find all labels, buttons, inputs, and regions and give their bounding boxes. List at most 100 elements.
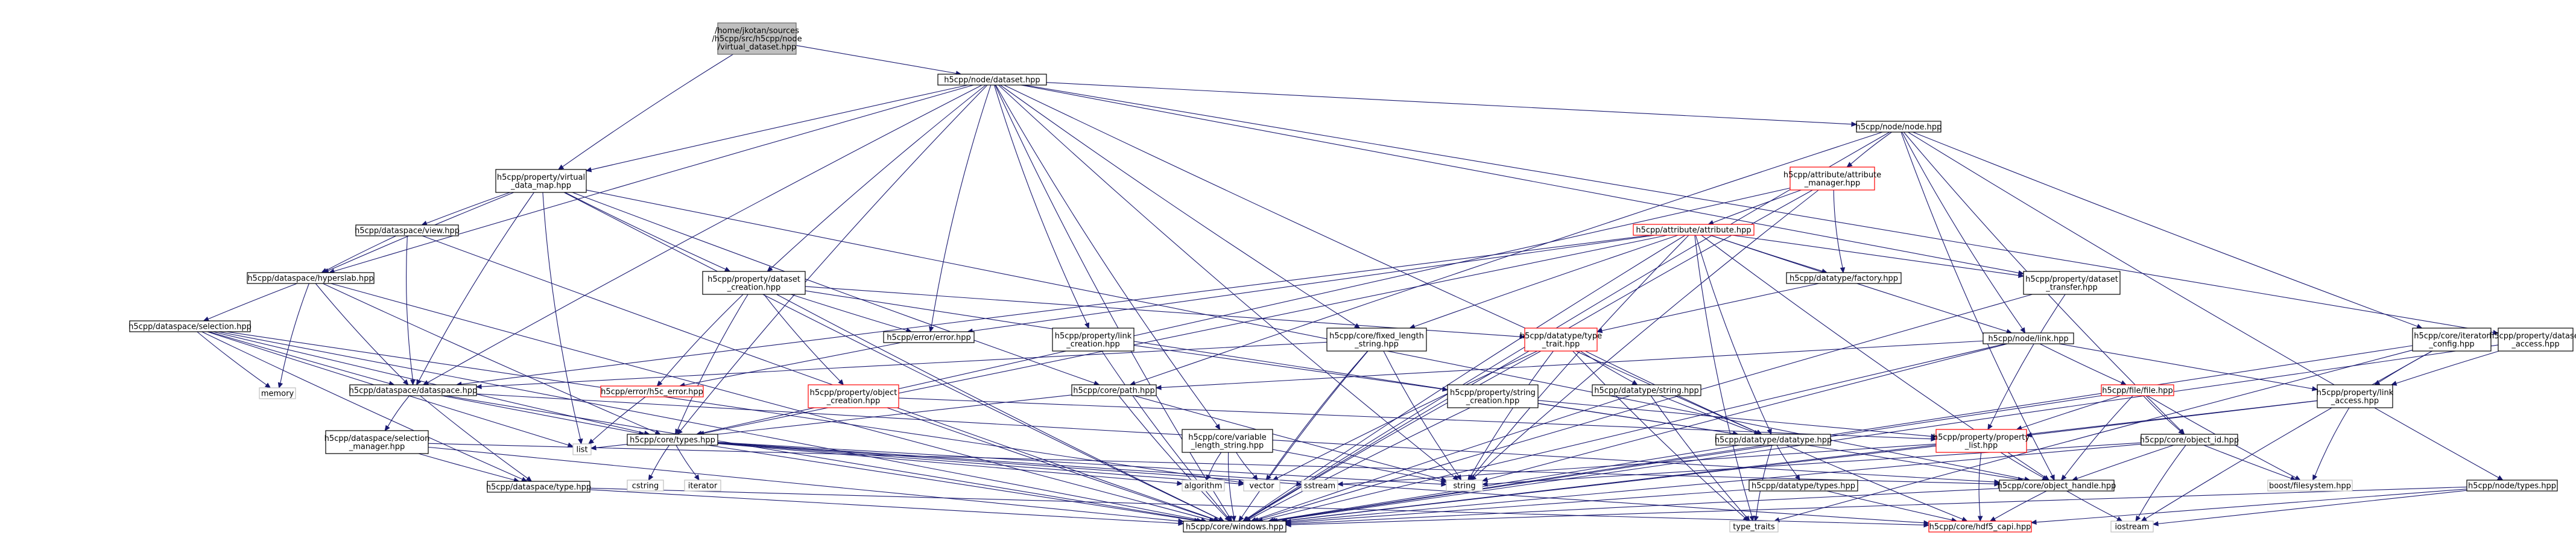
edge-line: [1833, 189, 1843, 268]
node-vdm[interactable]: h5cpp/property/virtual_data_map.hpp: [495, 169, 587, 193]
edge-nodehpp-to-attrmgr: [1846, 131, 1892, 168]
node-dtstr[interactable]: h5cpp/datatype/string.hpp: [1592, 384, 1701, 396]
node-plist[interactable]: h5cpp/property/property_list.hpp: [1933, 429, 2030, 453]
node-root[interactable]: /home/jkotan/sources/h5cpp/src/h5cpp/nod…: [712, 22, 802, 55]
edge-dstype-to-win: [589, 489, 1185, 526]
node-hyper[interactable]: h5cpp/dataspace/hyperslab.hpp: [247, 272, 375, 284]
node-attrmgr[interactable]: h5cpp/attribute/attribute_manager.hpp: [1783, 166, 1881, 191]
node-fls[interactable]: h5cpp/core/fixed_length_string.hpp: [1326, 328, 1427, 352]
edge-line: [218, 331, 1202, 521]
edge-line: [427, 84, 983, 383]
node-ctypes[interactable]: h5cpp/core/types.hpp: [627, 434, 718, 446]
edge-arrowhead: [1296, 481, 1303, 487]
node-label: h5cpp/dataspace/view.hpp: [355, 227, 460, 236]
edge-line: [2314, 407, 2350, 476]
node-label: h5cpp/core/iterator: [2414, 332, 2490, 341]
node-linkhpp[interactable]: h5cpp/node/link.hpp: [1983, 332, 2074, 344]
node-objh[interactable]: h5cpp/core/object_handle.hpp: [1998, 480, 2116, 492]
edge-line: [1786, 445, 1963, 520]
edge-root-to-ds: [796, 45, 962, 76]
node-lcre[interactable]: h5cpp/property/link_creation.hpp: [1052, 328, 1135, 352]
edge-objh-to-h5capi: [1989, 490, 2047, 522]
edge-line: [441, 395, 640, 434]
edge-arrowhead: [1231, 516, 1236, 522]
edge-hyper-to-dspc: [315, 283, 409, 385]
edge-h5cerr-to-list: [587, 396, 646, 445]
node-dtt[interactable]: h5cpp/datatype/type_trait.hpp: [1520, 328, 1602, 352]
edge-line: [1249, 407, 1470, 519]
edge-dspc-to-dstype: [420, 395, 533, 482]
edge-linkhpp-to-lacc: [2059, 343, 2318, 391]
node-dsm[interactable]: h5cpp/dataspace/selection_manager.hpp: [324, 430, 430, 454]
edge-line: [1241, 350, 1369, 518]
node-dacc[interactable]: h5cpp/property/dataset_access.hpp: [2489, 328, 2576, 352]
edges-layer: [197, 45, 2504, 528]
node-objcre[interactable]: h5cpp/property/object_creation.hpp: [808, 384, 899, 408]
node-label: vector: [1249, 482, 1274, 491]
node-win[interactable]: h5cpp/core/windows.hpp: [1183, 521, 1286, 533]
node-strcre[interactable]: h5cpp/property/string_creation.hpp: [1447, 384, 1539, 408]
node-box: [600, 385, 704, 397]
edge-line: [331, 283, 1210, 521]
edge-line: [2021, 395, 2121, 429]
node-path[interactable]: h5cpp/core/path.hpp: [1071, 384, 1157, 396]
node-dtrans[interactable]: h5cpp/property/dataset_transfer.hpp: [2023, 271, 2121, 295]
node-box: [1999, 480, 2115, 492]
node-label: h5cpp/property/link: [2317, 388, 2394, 397]
edge-errhpp-to-h5cerr: [679, 342, 902, 388]
edge-line: [1247, 235, 1686, 519]
node-vls[interactable]: h5cpp/core/variable_length_string.hpp: [1182, 429, 1273, 453]
edge-line: [1290, 443, 2142, 522]
edge-filehpp-to-objh: [2060, 395, 2133, 481]
edge-arrowhead: [2178, 429, 2185, 435]
edge-line: [764, 294, 841, 382]
node-label: h5cpp/property/virtual: [497, 173, 585, 182]
edge-line: [931, 84, 992, 328]
node-dstype[interactable]: h5cpp/dataspace/type.hpp: [486, 481, 591, 493]
node-dtdt[interactable]: h5cpp/datatype/datatype.hpp: [1715, 434, 1832, 446]
edge-line: [1004, 84, 1758, 433]
edge-line: [776, 294, 1220, 519]
node-label: iostream: [2115, 523, 2149, 532]
node-dsc[interactable]: h5cpp/property/dataset_creation.hpp: [702, 271, 806, 295]
edge-line: [1290, 486, 2467, 525]
edge-line: [2064, 395, 2133, 477]
edge-line: [1712, 189, 1802, 223]
edge-line: [1806, 445, 2019, 480]
node-errhpp[interactable]: h5cpp/error/error.hpp: [883, 331, 975, 343]
node-dview[interactable]: h5cpp/dataspace/view.hpp: [355, 224, 460, 236]
node-filehpp[interactable]: h5cpp/file/file.hpp: [2101, 384, 2174, 396]
edge-vls-to-vector: [1236, 452, 1258, 481]
node-sel[interactable]: h5cpp/dataspace/selection.hpp: [128, 320, 252, 332]
node-h5capi[interactable]: h5cpp/core/hdf5_capi.hpp: [1928, 521, 2032, 533]
node-ntypes[interactable]: h5cpp/node/types.hpp: [2466, 480, 2558, 492]
node-objid[interactable]: h5cpp/core/object_id.hpp: [2140, 434, 2239, 446]
node-dspc[interactable]: h5cpp/dataspace/dataspace.hpp: [349, 384, 478, 396]
edge-attrmgr-to-dfac: [1833, 189, 1846, 274]
node-box: [2466, 480, 2558, 492]
edge-ctypes-to-iterator: [676, 445, 700, 481]
node-label: _manager.hpp: [349, 442, 405, 451]
node-label: /home/jkotan/sources: [715, 27, 799, 36]
node-lacc[interactable]: h5cpp/property/link_access.hpp: [2317, 384, 2394, 408]
edge-fls-to-dspc: [475, 341, 1328, 390]
node-box: [349, 384, 477, 396]
node-dtypes[interactable]: h5cpp/datatype/types.hpp: [1748, 480, 1858, 492]
node-box: [1182, 429, 1273, 453]
node-attr[interactable]: h5cpp/attribute/attribute.hpp: [1633, 224, 1755, 236]
node-vector: vector: [1243, 480, 1280, 492]
edge-line: [1101, 350, 1228, 518]
node-box: [1592, 384, 1701, 396]
node-h5cerr[interactable]: h5cpp/error/h5c_error.hpp: [600, 385, 704, 397]
node-ds[interactable]: h5cpp/node/dataset.hpp: [937, 74, 1047, 86]
edge-line: [1601, 283, 1819, 331]
edge-line: [1732, 235, 2019, 276]
edge-ds-to-dacc: [1024, 84, 2499, 335]
edge-line: [428, 443, 1995, 484]
edge-line: [428, 446, 1179, 522]
edge-line: [1694, 235, 1753, 517]
node-nodehpp[interactable]: h5cpp/node/node.hpp: [1856, 121, 1942, 133]
edge-line: [563, 192, 1220, 519]
node-iterc[interactable]: h5cpp/core/iterator_config.hpp: [2412, 328, 2492, 352]
node-dfac[interactable]: h5cpp/datatype/factory.hpp: [1786, 272, 1902, 284]
